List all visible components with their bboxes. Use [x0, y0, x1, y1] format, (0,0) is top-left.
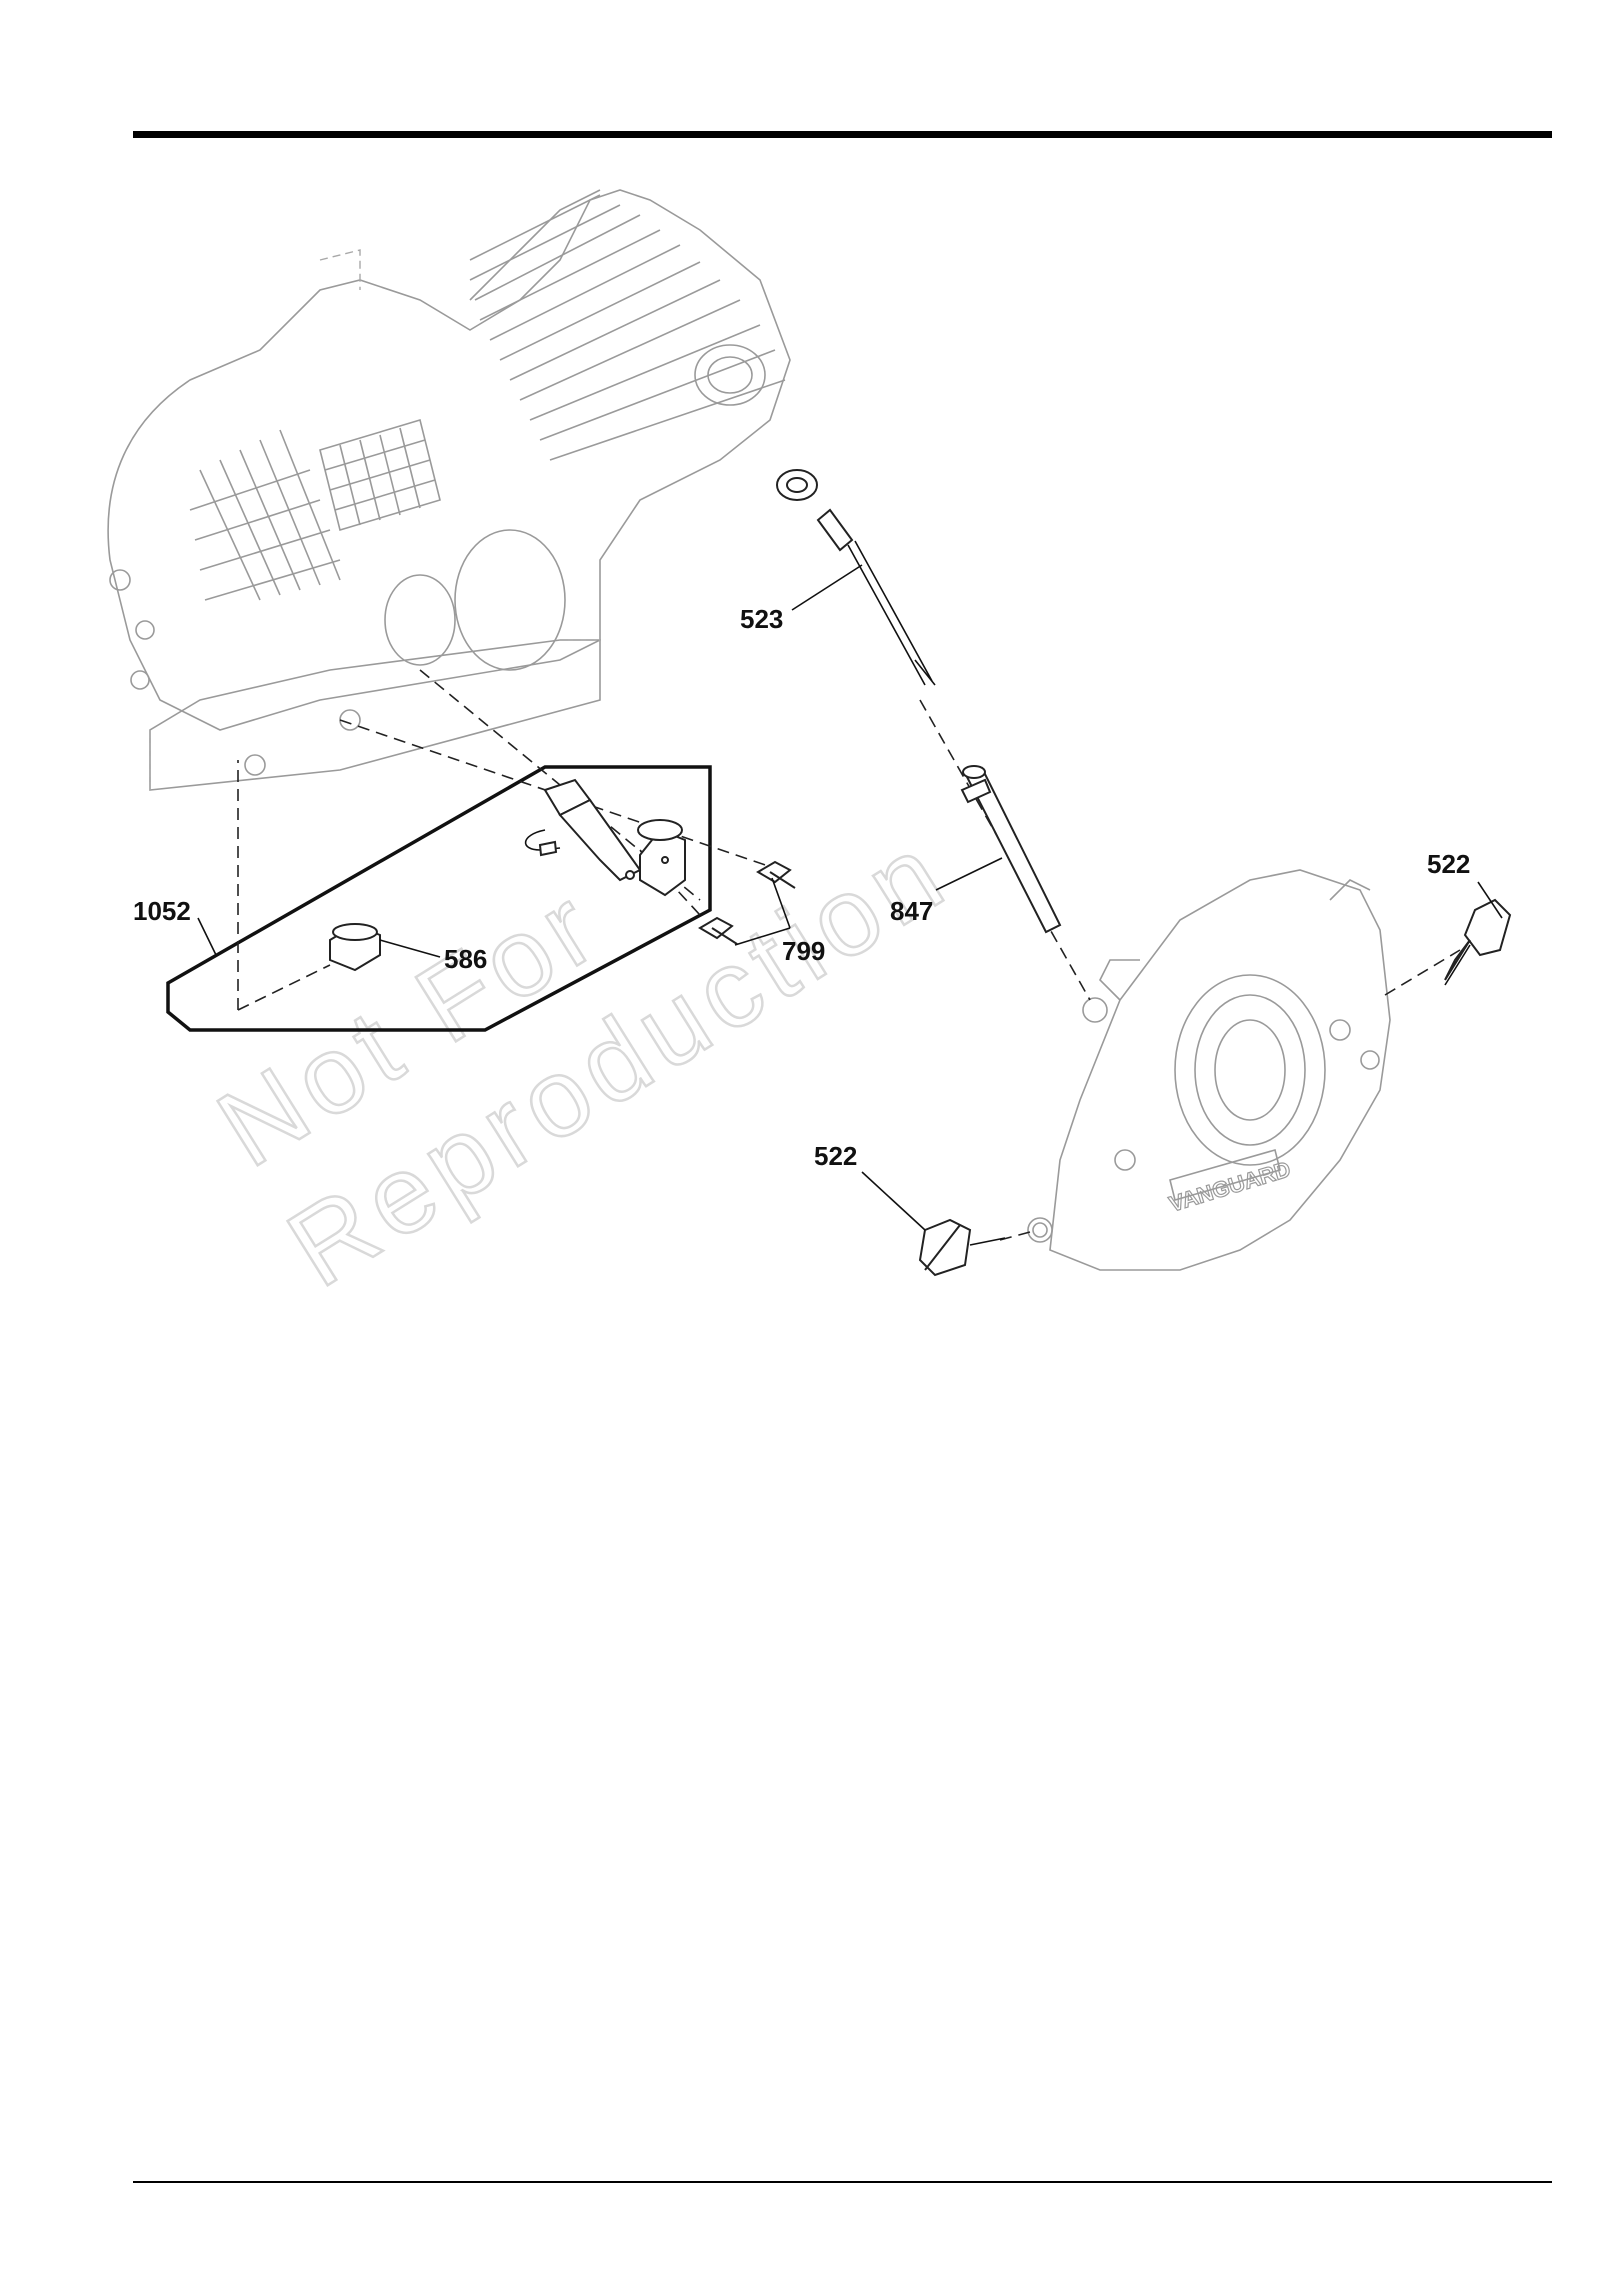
callout-799: 799	[782, 936, 825, 966]
callout-523: 523	[740, 604, 783, 634]
crankcase-ribs	[190, 430, 340, 600]
plug-586	[330, 924, 380, 970]
dipstick	[777, 470, 935, 685]
callout-522-lower: 522	[814, 1141, 857, 1171]
callout-522-right: 522	[1427, 849, 1470, 879]
oil-fill-plug-lower	[920, 1220, 1005, 1275]
callout-586: 586	[444, 944, 487, 974]
watermark: Not For Reproduction	[198, 808, 969, 1310]
engine-block	[108, 190, 790, 790]
vanguard-casting-mark: VANGUARD	[1166, 1156, 1293, 1217]
callout-847: 847	[890, 896, 933, 926]
oil-fill-plug-right	[1445, 900, 1510, 985]
dipstick-tube	[962, 766, 1060, 932]
bolt-799-upper	[758, 862, 795, 888]
cylinder-grid	[320, 420, 440, 530]
callout-1052: 1052	[133, 896, 191, 926]
cooling-fins	[470, 195, 785, 460]
crankcase-cover: VANGUARD	[1028, 870, 1390, 1270]
